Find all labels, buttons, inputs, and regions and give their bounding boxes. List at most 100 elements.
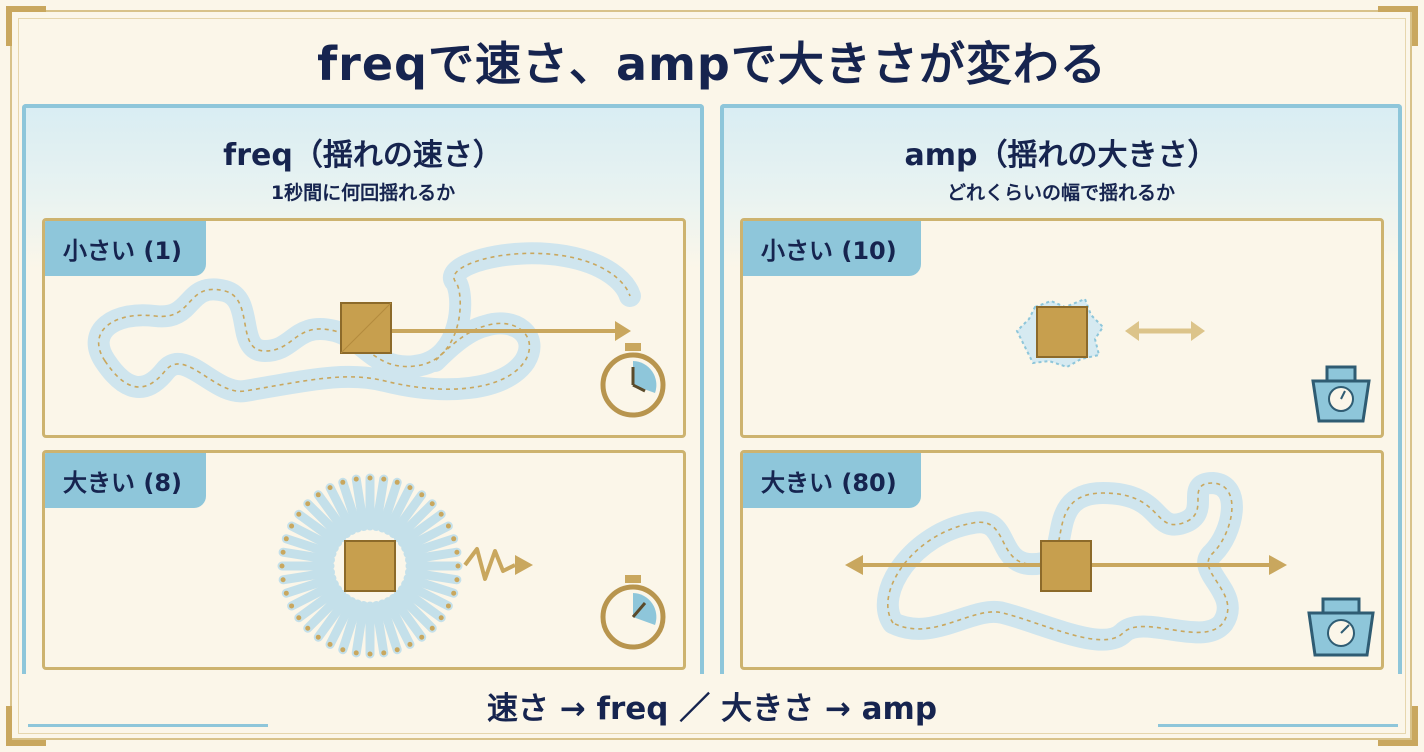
oscillation-spoke (294, 585, 343, 623)
oscillation-dot (289, 603, 295, 609)
oscillation-spoke (401, 579, 453, 611)
oscillation-spoke (281, 534, 337, 559)
freq-large-label: 大きい (8) (45, 453, 206, 508)
page-title: freqで速さ、ampで大きさが変わる (317, 37, 1107, 91)
oscillation-spoke (383, 483, 415, 535)
inner-frame (18, 18, 1406, 734)
stopwatch-icon (600, 343, 666, 418)
oscillation-dot (283, 590, 289, 596)
oscillation-spoke (389, 593, 427, 642)
oscillation-dot (353, 476, 359, 482)
oscillation-dot (279, 563, 285, 569)
oscillation-dot (419, 634, 425, 640)
amp-small-box: 小さい (10) (740, 218, 1384, 438)
freq-large-box: 大きい (8) (42, 450, 686, 670)
freq-small-illustration (87, 242, 666, 418)
oscillation-dot (455, 563, 461, 569)
oscillation-spoke (383, 597, 415, 649)
oscillation-spoke (287, 579, 339, 611)
oscillation-dot (283, 536, 289, 542)
amp-large-box: 大きい (80) (740, 450, 1384, 670)
oscillation-dot (305, 501, 311, 507)
oscillation-spoke (405, 547, 462, 565)
oscillation-spoke (371, 601, 389, 658)
oscillation-spoke (393, 589, 437, 633)
oscillation-spoke (389, 490, 427, 539)
oscillation-dot (394, 479, 400, 485)
oscillation-spoke (351, 474, 369, 531)
oscillation-dot (445, 603, 451, 609)
oscillation-dot (296, 511, 302, 517)
oscillation-spoke (278, 567, 335, 585)
oscillation-dot (394, 647, 400, 653)
oscillation-spoke (303, 499, 347, 543)
amp-small-illustration (1015, 297, 1371, 423)
square-shine (340, 302, 392, 354)
corner-ornament (6, 6, 46, 46)
freq-panel-title: freq（揺れの速さ） (223, 138, 503, 173)
oscillation-dot (327, 485, 333, 491)
amp-panel-title: amp（揺れの大きさ） (904, 138, 1218, 173)
oscillation-dot (454, 577, 460, 583)
amp-panel: amp（揺れの大きさ） どれくらいの幅で揺れるか 小さい (10) (720, 104, 1402, 674)
oscillation-dot (407, 485, 413, 491)
zigzag-arrow-icon (463, 547, 516, 581)
amp-panel-subtitle: どれくらいの幅で揺れるか (946, 182, 1175, 204)
oscillation-dot (381, 476, 387, 482)
oscillation-dot (353, 650, 359, 656)
oscillation-spoke (325, 483, 357, 535)
oscillation-dot (340, 647, 346, 653)
oscillation-dot (445, 523, 451, 529)
oscillation-spoke (303, 589, 347, 633)
oscillation-spoke (313, 593, 351, 642)
oscillation-spoke (313, 490, 351, 539)
oscillating-square (1036, 306, 1088, 358)
oscillation-spoke (403, 534, 459, 559)
oscillation-spoke (338, 477, 363, 533)
oscillation-dot (419, 492, 425, 498)
oscillation-spoke (397, 509, 446, 547)
arrow-head (615, 321, 631, 341)
corner-ornament (1378, 6, 1418, 46)
oscillation-spoke (397, 585, 446, 623)
oscillation-spoke (278, 547, 335, 565)
oscillation-dot (280, 577, 286, 583)
oscillation-dot (367, 651, 373, 657)
scale-icon (1311, 365, 1371, 423)
motion-path (887, 482, 1233, 641)
oscillation-dot (367, 475, 373, 481)
oscillation-dot (381, 650, 387, 656)
oscillation-spoke (338, 599, 363, 655)
oscillation-dot (438, 615, 444, 621)
oscillation-spoke (401, 521, 453, 553)
oscillation-spoke (371, 474, 389, 531)
corner-ornament (6, 706, 46, 746)
oscillation-dot (340, 479, 346, 485)
amp-large-label: 大きい (80) (743, 453, 921, 508)
oscillation-dot (327, 641, 333, 647)
arrow-head (1269, 555, 1287, 575)
oscillation-dot (296, 615, 302, 621)
oscillation-dot (451, 536, 457, 542)
oscillation-spoke (405, 567, 462, 585)
oscillation-spoke (294, 509, 343, 547)
scale-icon (1307, 597, 1375, 657)
freq-large-illustration (277, 473, 666, 659)
oscillation-dot (454, 549, 460, 555)
freq-small-box: 小さい (1) (42, 218, 686, 438)
motion-path (98, 252, 631, 392)
oscillation-spoke (351, 601, 369, 658)
stopwatch-icon (600, 575, 666, 650)
oscillation-dot (305, 625, 311, 631)
oscillating-square (1040, 540, 1092, 592)
amp-small-label: 小さい (10) (743, 221, 921, 276)
oscillation-dot (315, 492, 321, 498)
oscillation-spoke (377, 477, 402, 533)
oscillation-dot (315, 634, 321, 640)
arrow-head (845, 555, 863, 575)
oscillation-spoke (403, 573, 459, 598)
oscillation-dot (289, 523, 295, 529)
oscillation-dot (280, 549, 286, 555)
oscillation-dot (429, 501, 435, 507)
oscillation-spoke (281, 573, 337, 598)
